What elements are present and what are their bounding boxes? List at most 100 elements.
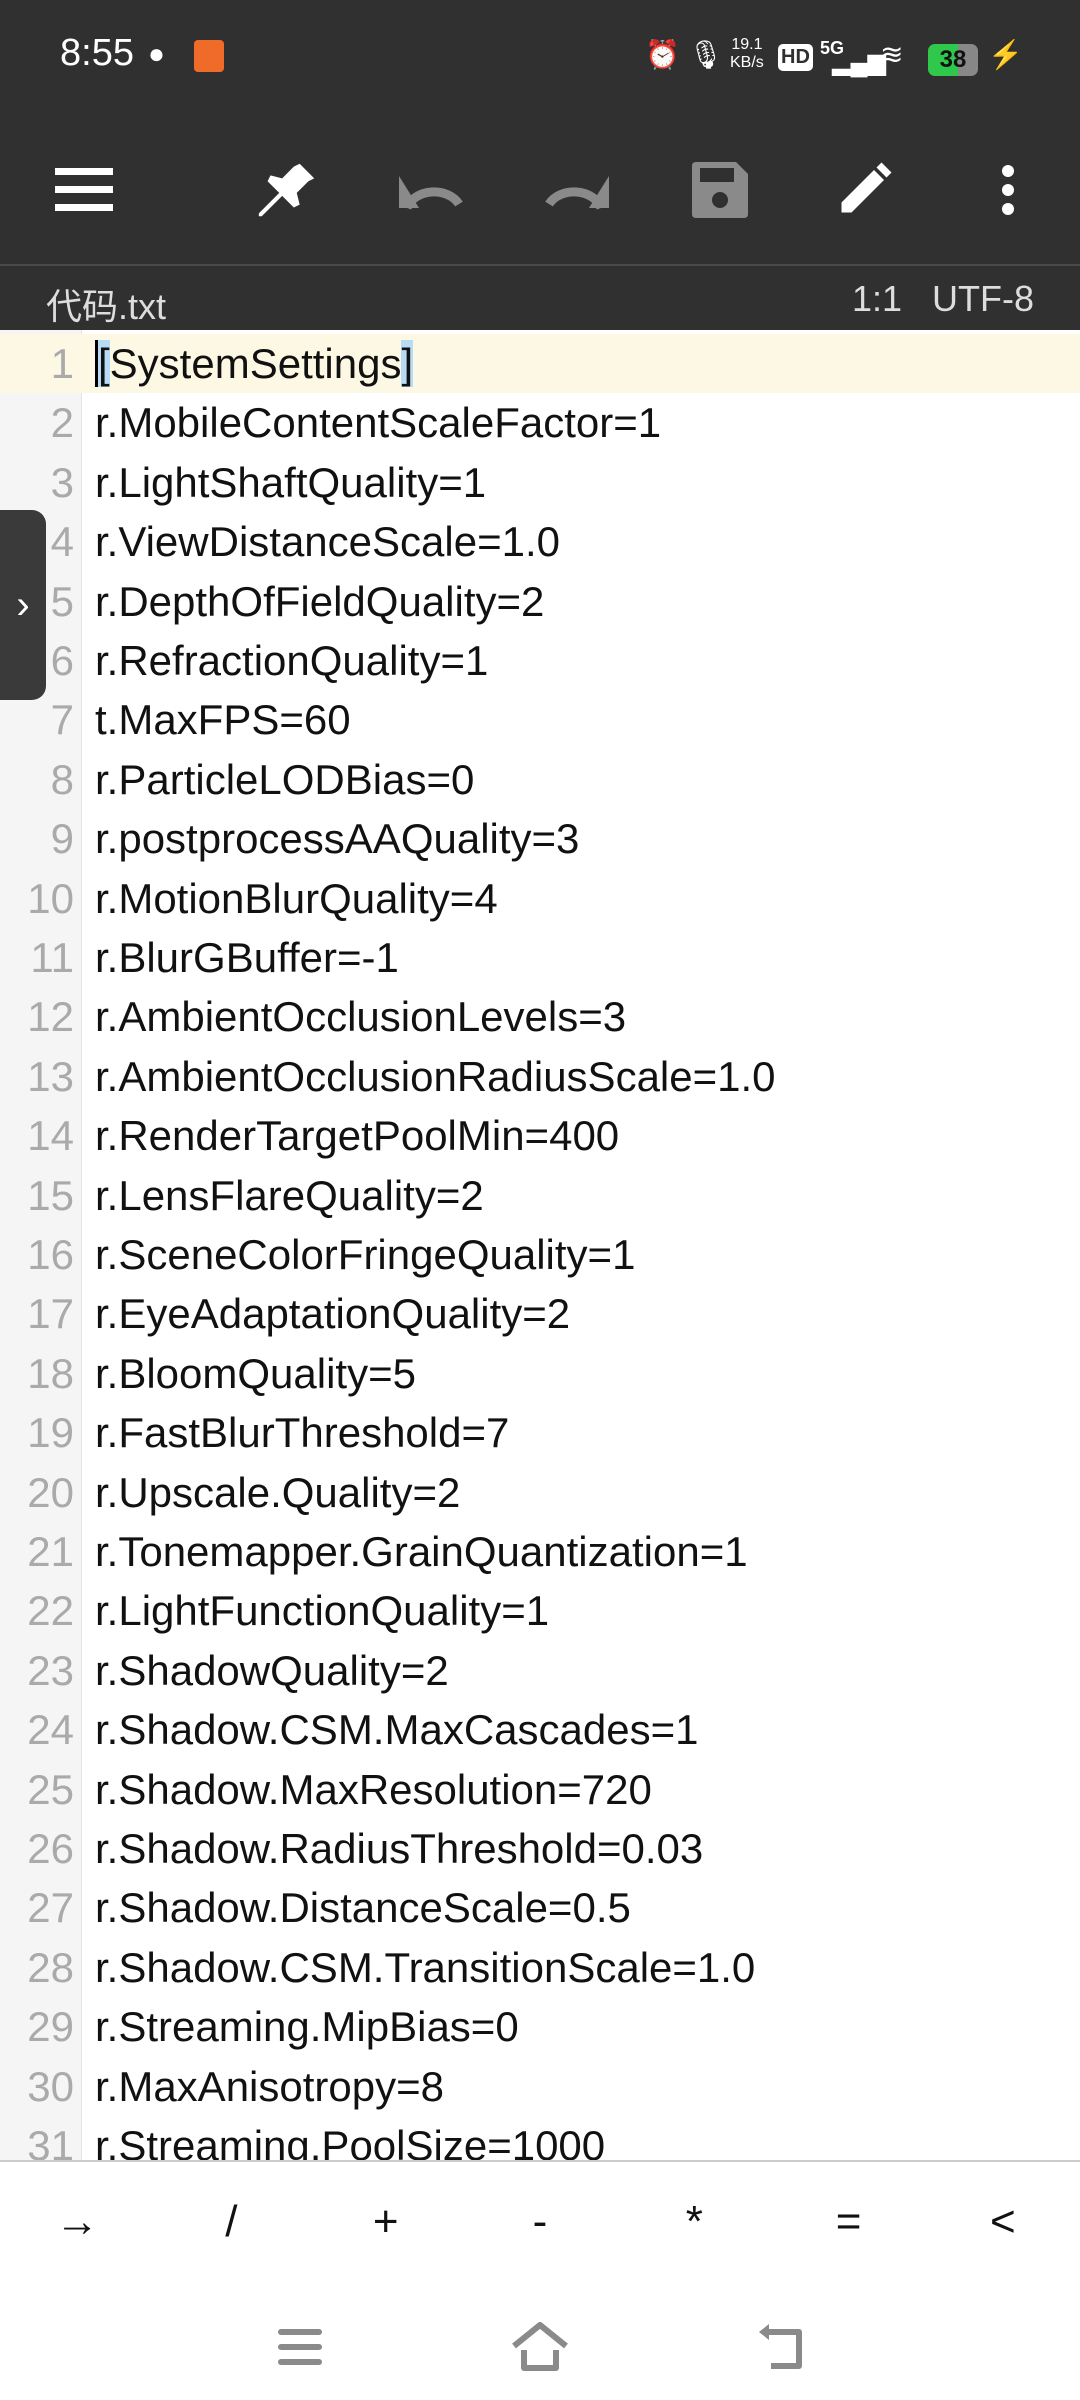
line-text: r.LightShaftQuality=1: [95, 458, 487, 506]
line-number: 22: [27, 1587, 74, 1635]
line-text: r.Shadow.MaxResolution=720: [95, 1765, 652, 1813]
symbol-key[interactable]: -: [532, 2197, 548, 2246]
menu-icon: [55, 168, 113, 211]
line-number: 21: [27, 1528, 74, 1575]
undo-button[interactable]: [392, 150, 472, 230]
line-number: 31: [27, 2122, 74, 2162]
drawer-toggle[interactable]: ›: [0, 510, 46, 700]
symbol-key[interactable]: /: [225, 2197, 238, 2246]
app-notification-icon: [194, 40, 224, 72]
home-button[interactable]: [500, 2312, 580, 2382]
mic-icon: 🎙: [688, 39, 724, 70]
line-number: 30: [27, 2062, 74, 2110]
line-text: [SystemSettings]: [95, 334, 414, 393]
line-number: 15: [27, 1171, 74, 1219]
editor-line[interactable]: 27 r.Shadow.DistanceScale=0.5: [0, 1878, 1080, 1937]
home-icon: [512, 2322, 568, 2371]
edit-button[interactable]: [824, 150, 904, 230]
redo-button[interactable]: [536, 150, 616, 230]
editor-line[interactable]: 5 r.DepthOfFieldQuality=2: [0, 572, 1080, 631]
menu-button[interactable]: [44, 150, 124, 230]
battery-level: 38: [928, 44, 978, 76]
back-button[interactable]: [742, 2312, 822, 2382]
line-text: r.SceneColorFringeQuality=1: [95, 1231, 636, 1278]
line-number: 2: [50, 399, 74, 447]
line-number: 5: [50, 577, 74, 625]
back-icon: [759, 2324, 802, 2369]
line-text: r.EyeAdaptationQuality=2: [95, 1290, 571, 1338]
cursor-encoding: 1:1 UTF-8: [852, 278, 1034, 320]
line-number: 17: [27, 1290, 74, 1338]
symbol-key[interactable]: *: [685, 2197, 703, 2246]
line-text: r.Streaming.MipBias=0: [95, 2003, 519, 2051]
line-number: 18: [27, 1349, 74, 1397]
status-bar: 8:55 ● ⏰ 🎙 19.1 KB/s HD 5G ▂▄▆ ≋ 38 ⚡: [0, 0, 1080, 110]
line-number: 26: [27, 1825, 74, 1872]
wifi-icon: ≋: [880, 39, 904, 70]
line-text: r.DepthOfFieldQuality=2: [95, 577, 545, 625]
recents-button[interactable]: [260, 2312, 340, 2382]
chevron-right-icon: ›: [16, 582, 30, 627]
redo-icon: [545, 176, 609, 210]
editor-line[interactable]: 17 r.EyeAdaptationQuality=2: [0, 1284, 1080, 1343]
line-number: 14: [27, 1112, 74, 1160]
line-text: r.LightFunctionQuality=1: [95, 1587, 550, 1635]
editor-line[interactable]: 20 r.Upscale.Quality=2: [0, 1463, 1080, 1522]
line-number: 13: [27, 1052, 74, 1100]
pin-button[interactable]: [248, 150, 328, 230]
line-number: 27: [27, 1884, 74, 1932]
line-text: r.BlurGBuffer=-1: [95, 934, 399, 981]
line-text: r.FastBlurThreshold=7: [95, 1409, 510, 1457]
hd-icon: HD: [778, 44, 813, 71]
symbol-key[interactable]: <: [989, 2197, 1016, 2246]
line-number: 23: [27, 1646, 74, 1694]
line-text: r.Shadow.DistanceScale=0.5: [95, 1884, 631, 1932]
line-number: 4: [50, 518, 74, 566]
line-number: 12: [27, 993, 74, 1041]
line-text: r.AmbientOcclusionRadiusScale=1.0: [95, 1052, 776, 1100]
save-button[interactable]: [680, 150, 760, 230]
symbol-key[interactable]: =: [835, 2197, 862, 2246]
symbol-key[interactable]: →: [55, 2197, 100, 2246]
line-text: r.Upscale.Quality=2: [95, 1468, 461, 1516]
line-number: 25: [27, 1765, 74, 1813]
editor-line[interactable]: 22 r.LightFunctionQuality=1: [0, 1581, 1080, 1640]
charging-icon: ⚡: [988, 39, 1023, 70]
undo-icon: [399, 176, 463, 210]
alarm-icon: ⏰: [645, 39, 680, 70]
save-icon: [692, 162, 748, 218]
editor-line[interactable]: 1[SystemSettings]: [0, 334, 1080, 394]
editor-line[interactable]: 13 r.AmbientOcclusionRadiusScale=1.0: [0, 1047, 1080, 1106]
editor-line[interactable]: 11 r.BlurGBuffer=-1: [0, 928, 1080, 987]
symbol-key[interactable]: +: [372, 2197, 399, 2246]
more-options-button[interactable]: [968, 150, 1048, 230]
line-number: 11: [30, 934, 74, 981]
editor-line[interactable]: 25 r.Shadow.MaxResolution=720: [0, 1760, 1080, 1819]
line-number: 20: [27, 1468, 74, 1516]
cursor-position: 1:1: [851, 278, 902, 319]
encoding[interactable]: UTF-8: [932, 278, 1034, 319]
